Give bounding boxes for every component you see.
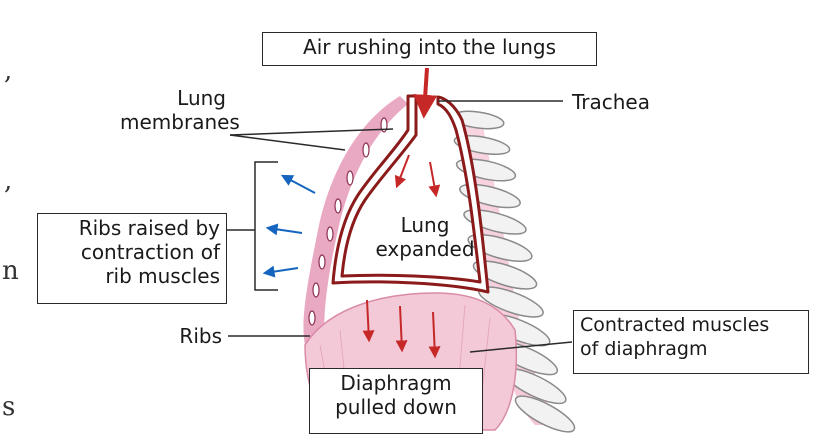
diaphragm-line1: Diaphragm <box>340 371 452 395</box>
diaphragm-pulled-label: Diaphragm pulled down <box>309 368 483 434</box>
trachea-label: Trachea <box>572 90 650 114</box>
lung-membranes-label: Lung membranes <box>120 86 240 134</box>
ribs-raised-line3: rib muscles <box>105 264 220 288</box>
ribs-raised-line2: contraction of <box>80 240 220 264</box>
air-rushing-label: Air rushing into the lungs <box>262 32 597 66</box>
edge-fragment-4: s <box>2 392 16 422</box>
lung-membranes-line2: membranes <box>120 110 240 134</box>
edge-fragment-2: , <box>4 166 13 196</box>
air-rushing-text: Air rushing into the lungs <box>303 35 556 59</box>
contracted-muscles-label: Contracted muscles of diaphragm <box>573 310 809 374</box>
air-inflow-arrow <box>413 67 438 119</box>
ribs-raised-label: Ribs raised by contraction of rib muscle… <box>37 213 227 304</box>
rib-movement-arrows <box>262 174 316 278</box>
lung-expanded-label: Lung expanded <box>370 213 480 261</box>
lung-expanded-line2: expanded <box>375 237 475 261</box>
lung-expanded-line1: Lung <box>400 213 450 237</box>
ribs-bracket <box>254 161 278 291</box>
contracted-muscles-line2: of diaphragm <box>580 338 708 360</box>
diaphragm-arrows <box>362 299 441 359</box>
lung-membranes-line1: Lung <box>177 86 226 110</box>
ribs-raised-line1: Ribs raised by <box>78 216 220 240</box>
ribs-label: Ribs <box>179 324 222 348</box>
edge-fragment-3: n <box>2 256 19 286</box>
lung-outline <box>331 94 490 294</box>
contracted-muscles-line1: Contracted muscles <box>580 314 770 336</box>
leader-lines <box>228 100 573 353</box>
diaphragm-line2: pulled down <box>335 395 457 419</box>
rib-ovals <box>308 117 388 326</box>
lung-air-arrows <box>394 154 441 198</box>
edge-fragment-1: , <box>4 56 13 86</box>
